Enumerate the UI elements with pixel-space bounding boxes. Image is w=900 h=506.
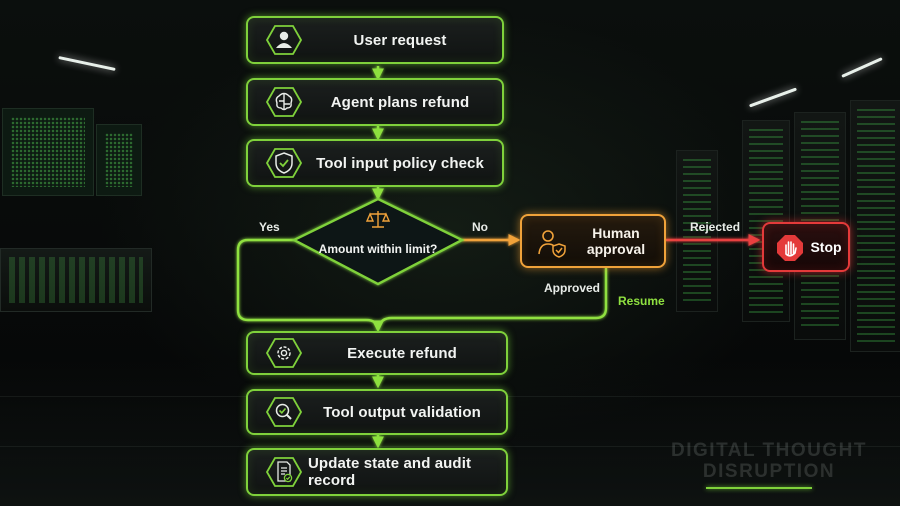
edge-label-yes: Yes: [259, 220, 280, 234]
stop-node: Stop: [762, 222, 850, 272]
server-rack: [850, 100, 900, 352]
step-agent-plans-refund: Agent plans refund: [246, 78, 504, 126]
step-label: Tool output validation: [323, 403, 481, 421]
edge-label-resume: Resume: [618, 294, 665, 308]
user-icon: [266, 25, 302, 55]
hand-stop-icon: [776, 234, 804, 262]
watermark-line1: DIGITAL THOUGHT: [671, 440, 867, 461]
shield-check-icon: [266, 148, 302, 178]
human-approval-line2: approval: [586, 241, 646, 257]
stop-label: Stop: [810, 239, 842, 255]
scales-icon: [365, 209, 391, 229]
server-rack: [676, 150, 718, 312]
step-user-request: User request: [246, 16, 504, 64]
step-label: User request: [353, 31, 447, 49]
user-shield-icon: [536, 227, 568, 259]
step-label: Tool input policy check: [316, 154, 484, 172]
watermark-underline: [706, 487, 812, 489]
step-label: Agent plans refund: [330, 93, 470, 111]
magnifier-check-icon: [266, 397, 302, 427]
decision-label: Amount within limit?: [318, 242, 438, 256]
step-update-state-audit: Update state and audit record: [246, 448, 508, 496]
server-rack: [742, 120, 790, 322]
step-label: Execute refund: [347, 344, 457, 362]
watermark: DIGITAL THOUGHT DISRUPTION: [664, 440, 874, 482]
floor-line: [0, 446, 900, 447]
step-label: Update state and audit record: [308, 455, 472, 489]
yes-path: [236, 238, 384, 333]
edge-label-no: No: [472, 220, 488, 234]
brain-icon: [266, 87, 302, 117]
step-execute-refund: Execute refund: [246, 331, 508, 375]
gear-icon: [266, 338, 302, 368]
human-approval-line1: Human: [592, 225, 640, 241]
resume-path: [377, 268, 608, 329]
step-tool-output-validation: Tool output validation: [246, 389, 508, 435]
decision-diamond: [291, 197, 465, 286]
monitor-screen: [96, 124, 142, 196]
document-check-icon: [266, 457, 302, 487]
edge-label-approved: Approved: [544, 281, 601, 295]
step-tool-input-policy-check: Tool input policy check: [246, 139, 504, 187]
watermark-line2: DISRUPTION: [702, 461, 836, 482]
edge-label-rejected: Rejected: [690, 220, 741, 234]
world-map-screen: [2, 108, 94, 196]
control-console: [0, 248, 152, 312]
